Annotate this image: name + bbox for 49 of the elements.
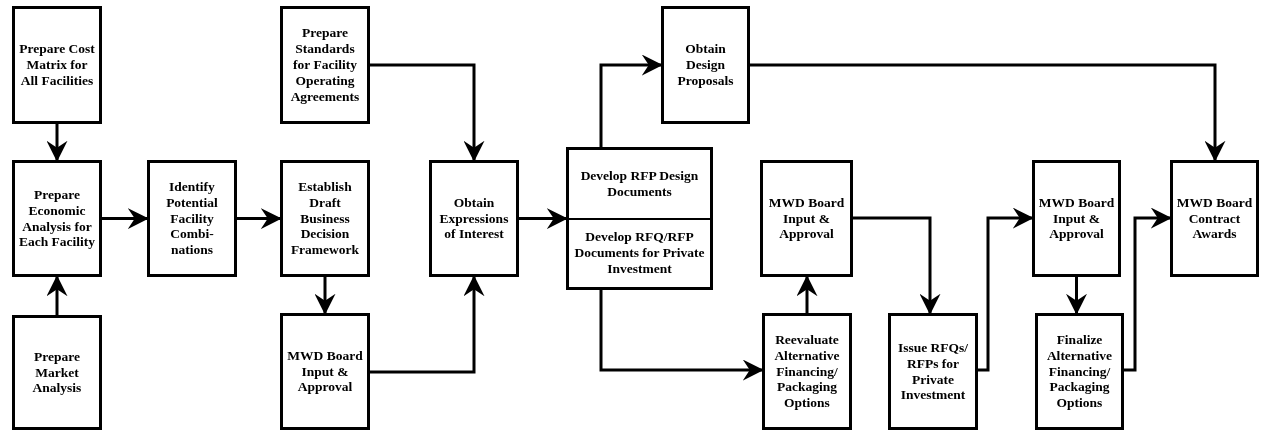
step-text: Obtain Expressions of Interest [438, 194, 510, 243]
step-text: MWD Board Contract Awards [1175, 194, 1254, 243]
process-box [12, 6, 102, 124]
arrow [370, 275, 485, 374]
arrow [102, 208, 149, 229]
step-text: MWD Board Input & Approval [286, 347, 364, 396]
arrow [796, 275, 818, 313]
process-box [1032, 160, 1121, 277]
arrow [370, 63, 485, 162]
arrow [1124, 207, 1172, 372]
step-text: Prepare Cost Matrix for All Facilities [18, 41, 96, 89]
step-text: Finalize Alternative Financing/ Packaging Options [1045, 331, 1114, 412]
step-text: Establish Draft Business Decision Framework [289, 178, 361, 259]
step-text: Prepare Economic Analysis for Each Facility [17, 186, 97, 251]
arrow [599, 54, 663, 147]
step-text: Develop RFP Design Documents [579, 166, 700, 201]
arrow [853, 216, 941, 315]
process-box [762, 313, 852, 430]
step-text: Reevaluate Alternative Financing/ Packaging Options [773, 331, 841, 412]
process-box [566, 147, 713, 290]
arrow [519, 208, 568, 229]
step-text: Identify Potential Facility Combi- nations [165, 178, 219, 259]
step-text: Obtain Design Proposals [676, 41, 735, 89]
arrow [1066, 277, 1087, 315]
step-text: Prepare Market Analysis [31, 348, 83, 397]
step-text: MWD Board Input & Approval [1037, 194, 1116, 243]
process-box [1170, 160, 1259, 277]
arrow [750, 63, 1226, 162]
arrow [599, 290, 764, 381]
arrow [46, 124, 68, 162]
process-box [280, 313, 370, 430]
step-text: Issue RFQs/ RFPs for Private Investment [896, 339, 970, 404]
process-box [888, 313, 978, 430]
process-box [147, 160, 237, 277]
process-box [429, 160, 519, 277]
arrow [46, 275, 68, 315]
process-box [12, 160, 102, 277]
process-box [280, 6, 370, 124]
step-text: Prepare Standards for Facility Operating Agreements [289, 25, 361, 105]
process-box [760, 160, 853, 277]
arrow [237, 208, 282, 229]
step-text: MWD Board Input & Approval [767, 194, 846, 243]
arrow [978, 207, 1034, 372]
process-box [280, 160, 370, 277]
step-text: Develop RFQ/RFP Documents for Private Investment [573, 228, 706, 279]
process-box [12, 315, 102, 430]
arrow [314, 277, 336, 315]
process-box [1035, 313, 1124, 430]
process-box [661, 6, 750, 124]
